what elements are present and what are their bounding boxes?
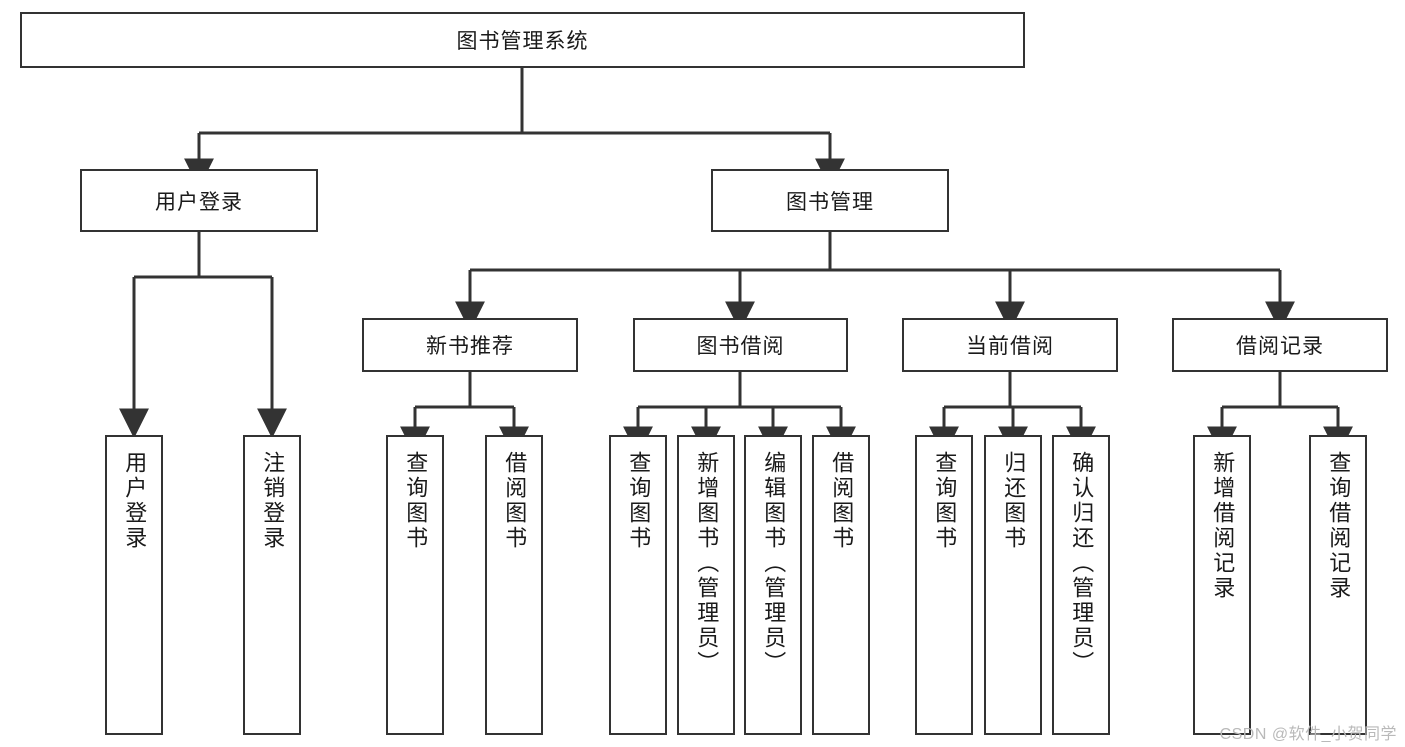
leaf-label: 新增借阅记录 (1210, 451, 1236, 601)
leaf-label: 注销登录 (260, 451, 286, 551)
leaf-label: 查询图书 (403, 451, 429, 551)
node-leaf-borrow-book-2[interactable]: 借阅图书 (812, 435, 870, 735)
leaf-label: 编辑图书（管理员） (761, 451, 787, 676)
node-leaf-edit-book[interactable]: 编辑图书（管理员） (744, 435, 802, 735)
leaf-label: 借阅图书 (502, 451, 528, 551)
node-leaf-query-book-2[interactable]: 查询图书 (609, 435, 667, 735)
leaf-label: 确认归还（管理员） (1069, 451, 1095, 676)
leaf-label: 借阅图书 (829, 451, 855, 551)
leaf-label: 查询借阅记录 (1326, 451, 1352, 601)
node-leaf-query-record[interactable]: 查询借阅记录 (1309, 435, 1367, 735)
node-leaf-query-book-1[interactable]: 查询图书 (386, 435, 444, 735)
leaf-label: 新增图书（管理员） (694, 451, 720, 676)
node-leaf-borrow-book-1[interactable]: 借阅图书 (485, 435, 543, 735)
node-borrow-record[interactable]: 借阅记录 (1172, 318, 1388, 372)
node-root[interactable]: 图书管理系统 (20, 12, 1025, 68)
leaf-label: 用户登录 (122, 451, 148, 551)
node-leaf-user-login[interactable]: 用户登录 (105, 435, 163, 735)
node-new-book-recommend[interactable]: 新书推荐 (362, 318, 578, 372)
node-leaf-user-logout[interactable]: 注销登录 (243, 435, 301, 735)
node-user-login[interactable]: 用户登录 (80, 169, 318, 232)
node-current-borrow[interactable]: 当前借阅 (902, 318, 1118, 372)
leaf-label: 查询图书 (626, 451, 652, 551)
node-leaf-return-book[interactable]: 归还图书 (984, 435, 1042, 735)
node-leaf-query-book-3[interactable]: 查询图书 (915, 435, 973, 735)
leaf-label: 归还图书 (1001, 451, 1027, 551)
watermark: CSDN @软件_小贺同学 (1219, 726, 1397, 743)
node-leaf-add-record[interactable]: 新增借阅记录 (1193, 435, 1251, 735)
node-leaf-confirm-return[interactable]: 确认归还（管理员） (1052, 435, 1110, 735)
node-book-borrow[interactable]: 图书借阅 (633, 318, 848, 372)
node-book-management[interactable]: 图书管理 (711, 169, 949, 232)
node-leaf-add-book[interactable]: 新增图书（管理员） (677, 435, 735, 735)
leaf-label: 查询图书 (932, 451, 958, 551)
